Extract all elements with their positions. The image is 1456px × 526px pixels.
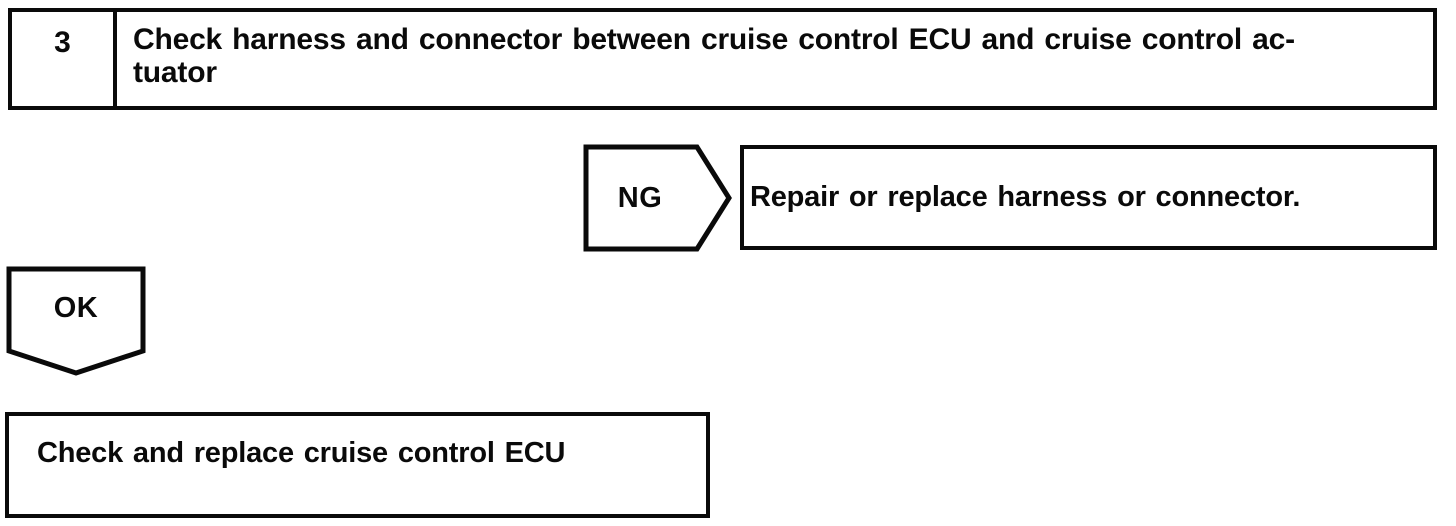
step-title: Check harness and connector between crui…: [117, 12, 1433, 106]
step-number: 3: [12, 12, 117, 106]
ng-pentagon-icon: [583, 144, 732, 252]
ok-connector: [5, 265, 147, 377]
ok-label: OK: [53, 291, 99, 324]
ng-action-box: Repair or replace harness or connector.: [740, 145, 1437, 250]
ng-action-text: Repair or replace harness or connector.: [750, 181, 1301, 213]
ok-result-text: Check and replace cruise control ECU: [37, 437, 566, 469]
ng-connector: [583, 143, 733, 253]
step-header-box: 3 Check harness and connector between cr…: [8, 8, 1437, 110]
step-title-line2: tuator: [133, 56, 217, 89]
ok-pentagon-icon: [6, 266, 146, 376]
step-title-line1: Check harness and connector between crui…: [133, 23, 1295, 56]
ng-label: NG: [617, 181, 663, 214]
ok-result-box: Check and replace cruise control ECU: [5, 412, 710, 518]
